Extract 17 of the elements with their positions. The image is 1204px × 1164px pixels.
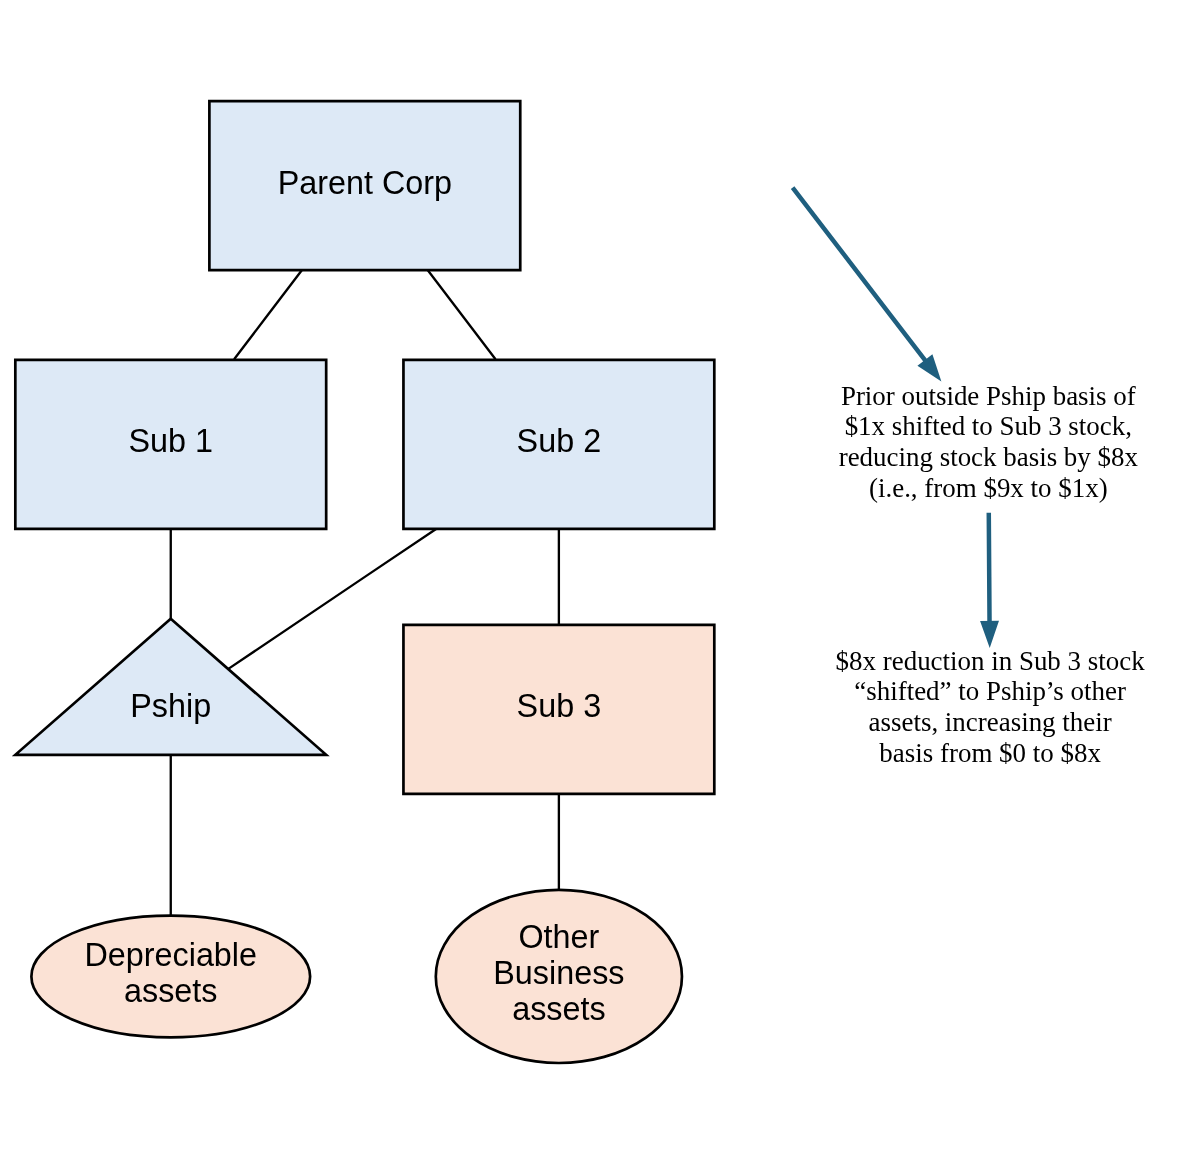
node-text: $8x reduction in Sub 3 stock “shifted” to Pship’s other assets, increasing their basis from $0 to $8x	[835, 645, 1145, 768]
arrow	[980, 512, 999, 648]
node-text: Prior outside Pship basis of $1x shifted to Sub 3 stock, reducing stock basis by $8x (i.e., from $9x to $1x)	[838, 380, 1138, 503]
connector	[557, 528, 561, 625]
node-box: Sub 1	[14, 358, 328, 531]
node-box: Sub 3	[402, 623, 716, 796]
connector	[557, 794, 561, 890]
node-box: Sub 2	[402, 358, 716, 531]
connector	[169, 755, 172, 916]
connector	[233, 269, 303, 360]
connector	[227, 527, 437, 670]
node-box: Parent Corp	[208, 99, 522, 272]
connector	[426, 269, 497, 360]
node-ellipse: Other Business assets	[434, 888, 684, 1065]
connector	[169, 528, 172, 619]
arrow	[790, 186, 942, 382]
node-ellipse: Depreciable assets	[30, 914, 312, 1039]
